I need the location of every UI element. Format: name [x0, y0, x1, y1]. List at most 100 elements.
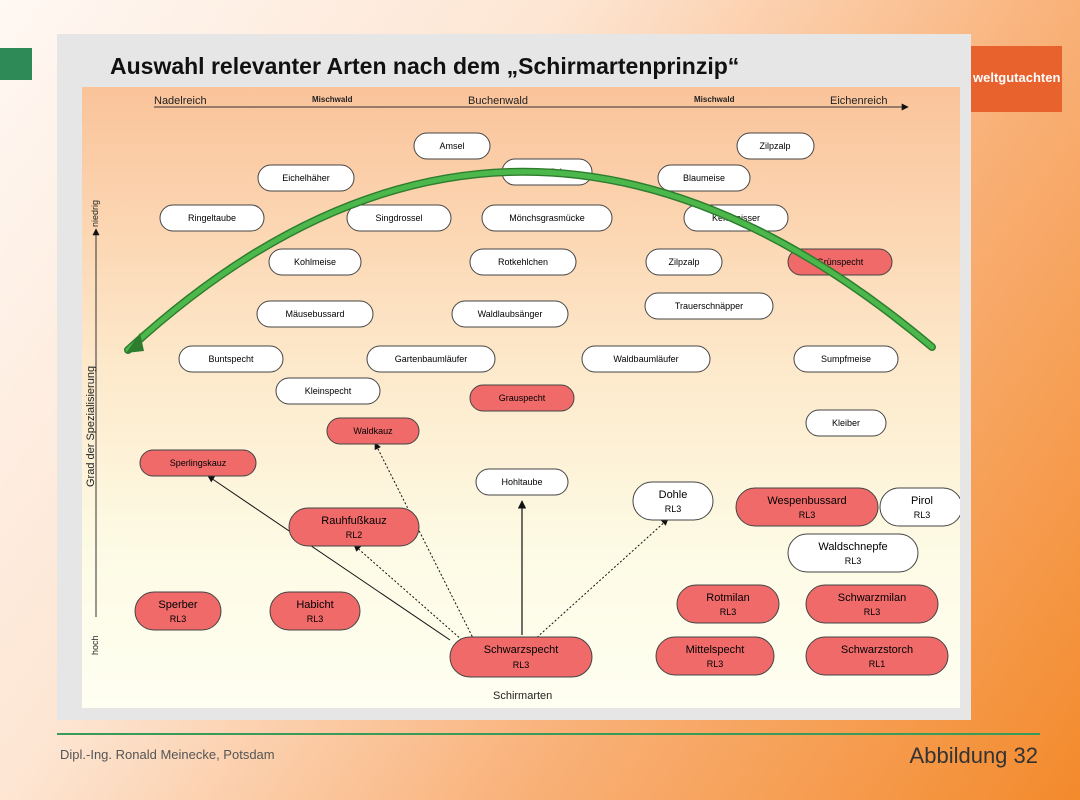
species-kohlmeise: Kohlmeise — [268, 248, 362, 276]
species-rotmilan: Rotmilan RL3 — [676, 584, 780, 624]
axis-title: Grad der Spezialisierung — [85, 366, 97, 487]
umbrella-species-label: Schirmarten — [493, 690, 552, 702]
author-credit: Dipl.-Ing. Ronald Meinecke, Potsdam — [60, 747, 275, 762]
forest-axis-label: Mischwald — [694, 95, 735, 104]
red-list-status: RL3 — [513, 660, 530, 670]
brand-text: weltgutachten — [973, 70, 1061, 85]
species-waldbaumlaeufer: Waldbaumläufer — [581, 345, 711, 373]
species-waldschnepfe: Waldschnepfe RL3 — [787, 533, 919, 573]
species-singdrossel: Singdrossel — [346, 204, 452, 232]
species-name: Ringeltaube — [188, 213, 236, 223]
species-moenchsgrasmuecke: Mönchsgrasmücke — [481, 204, 613, 232]
red-list-status: RL3 — [799, 510, 816, 520]
species-rauhfusskauz: Rauhfußkauz RL2 — [288, 507, 420, 547]
species-kleinspecht: Kleinspecht — [275, 377, 381, 405]
species-name: Singdrossel — [375, 213, 422, 223]
red-list-status: RL3 — [665, 504, 682, 514]
axis-low-label: niedrig — [90, 200, 100, 227]
species-name: Schwarzmilan — [838, 592, 906, 604]
umbrella-species-diagram: Nadelreich Mischwald Buchenwald Mischwal… — [82, 87, 960, 708]
species-ringeltaube: Ringeltaube — [159, 204, 265, 232]
species-name: Waldkauz — [353, 426, 393, 436]
species-blaumeise: Blaumeise — [657, 164, 751, 192]
species-name: Sumpfmeise — [821, 354, 871, 364]
forest-axis-label: Eichenreich — [830, 95, 887, 107]
species-mittelspecht: Mittelspecht RL3 — [655, 636, 775, 676]
species-grauspecht: Grauspecht — [469, 384, 575, 412]
umbrella-arc-arrowhead — [126, 333, 144, 353]
red-list-status: RL3 — [707, 659, 724, 669]
species-name: Mönchsgrasmücke — [509, 213, 585, 223]
red-list-status: RL2 — [346, 530, 363, 540]
axis-high-label: hoch — [90, 635, 100, 655]
species-sperber: Sperber RL3 — [134, 591, 222, 631]
species-pirol: Pirol RL3 — [879, 487, 960, 527]
species-name: Kleinspecht — [305, 386, 352, 396]
brand-logo: weltgutachten — [965, 46, 1062, 112]
species-name: Waldschnepfe — [818, 541, 887, 553]
species-rotkehlchen: Rotkehlchen — [469, 248, 577, 276]
arrow-to-dohle — [533, 518, 669, 641]
species-name: Mäusebussard — [285, 309, 344, 319]
species-dohle: Dohle RL3 — [632, 481, 714, 521]
species-hohltaube: Hohltaube — [475, 468, 569, 496]
arrow-to-sperlingskauz — [207, 475, 451, 641]
species-name: Waldlaubsänger — [478, 309, 543, 319]
arrow-to-waldkauz — [374, 442, 475, 641]
species-sperlingskauz: Sperlingskauz — [139, 449, 257, 477]
species-trauerschnaepper: Trauerschnäpper — [644, 292, 774, 320]
species-name: Waldbaumläufer — [613, 354, 678, 364]
forest-axis-label: Buchenwald — [468, 95, 528, 107]
species-name: Habicht — [296, 599, 333, 611]
species-name: Zilpzalp — [759, 141, 790, 151]
forest-axis-label: Mischwald — [312, 95, 353, 104]
species-amsel: Amsel — [413, 132, 491, 160]
red-list-status: RL3 — [307, 614, 324, 624]
species-name: Pirol — [911, 495, 933, 507]
red-list-status: RL3 — [720, 607, 737, 617]
species-schwarzspecht: Schwarzspecht RL3 — [449, 636, 593, 678]
species-gartenbaumlaeufer: Gartenbaumläufer — [366, 345, 496, 373]
figure-number: Abbildung 32 — [909, 743, 1038, 768]
species-name: Kleiber — [832, 418, 860, 428]
red-list-status: RL3 — [845, 556, 862, 566]
species-schwarzstorch: Schwarzstorch RL1 — [805, 636, 949, 676]
species-name: Buntspecht — [208, 354, 254, 364]
species-sumpfmeise: Sumpfmeise — [793, 345, 899, 373]
species-waldkauz: Waldkauz — [326, 417, 420, 445]
species-kleiber: Kleiber — [805, 409, 887, 437]
arrow-to-rauhfusskauz — [353, 544, 463, 641]
species-name: Dohle — [659, 489, 688, 501]
species-name: Grauspecht — [499, 393, 546, 403]
species-schwarzmilan: Schwarzmilan RL3 — [805, 584, 939, 624]
species-name: Hohltaube — [501, 477, 542, 487]
species-name: Gartenbaumläufer — [395, 354, 468, 364]
red-list-status: RL3 — [170, 614, 187, 624]
species-name: Grünspecht — [817, 257, 864, 267]
species-name: Blaumeise — [683, 173, 725, 183]
red-list-status: RL1 — [869, 659, 886, 669]
diagram-canvas: Nadelreich Mischwald Buchenwald Mischwal… — [85, 95, 960, 702]
species-name: Schwarzstorch — [841, 644, 913, 656]
species-maeusebussard: Mäusebussard — [256, 300, 374, 328]
species-name: Amsel — [439, 141, 464, 151]
slide-title: Auswahl relevanter Arten nach dem „Schir… — [110, 53, 740, 79]
species-name: Rotkehlchen — [498, 257, 548, 267]
species-name: Mittelspecht — [686, 644, 745, 656]
species-zilpzalp-top: Zilpzalp — [736, 132, 815, 160]
species-waldlaubsaenger: Waldlaubsänger — [451, 300, 569, 328]
umbrella-arc-highlight — [125, 169, 935, 353]
species-buntspecht: Buntspecht — [178, 345, 284, 373]
species-name: Rauhfußkauz — [321, 515, 386, 527]
species-name: Eichelhäher — [282, 173, 330, 183]
species-name: Rotmilan — [706, 592, 749, 604]
species-name: Sperlingskauz — [170, 458, 227, 468]
species-name: Wespenbussard — [767, 495, 846, 507]
species-wespenbussard: Wespenbussard RL3 — [735, 487, 879, 527]
accent-square — [0, 48, 32, 80]
species-name: Sperber — [158, 599, 197, 611]
red-list-status: RL3 — [864, 607, 881, 617]
species-habicht: Habicht RL3 — [269, 591, 361, 631]
species-name: Kohlmeise — [294, 257, 336, 267]
species-name: Schwarzspecht — [484, 644, 559, 656]
